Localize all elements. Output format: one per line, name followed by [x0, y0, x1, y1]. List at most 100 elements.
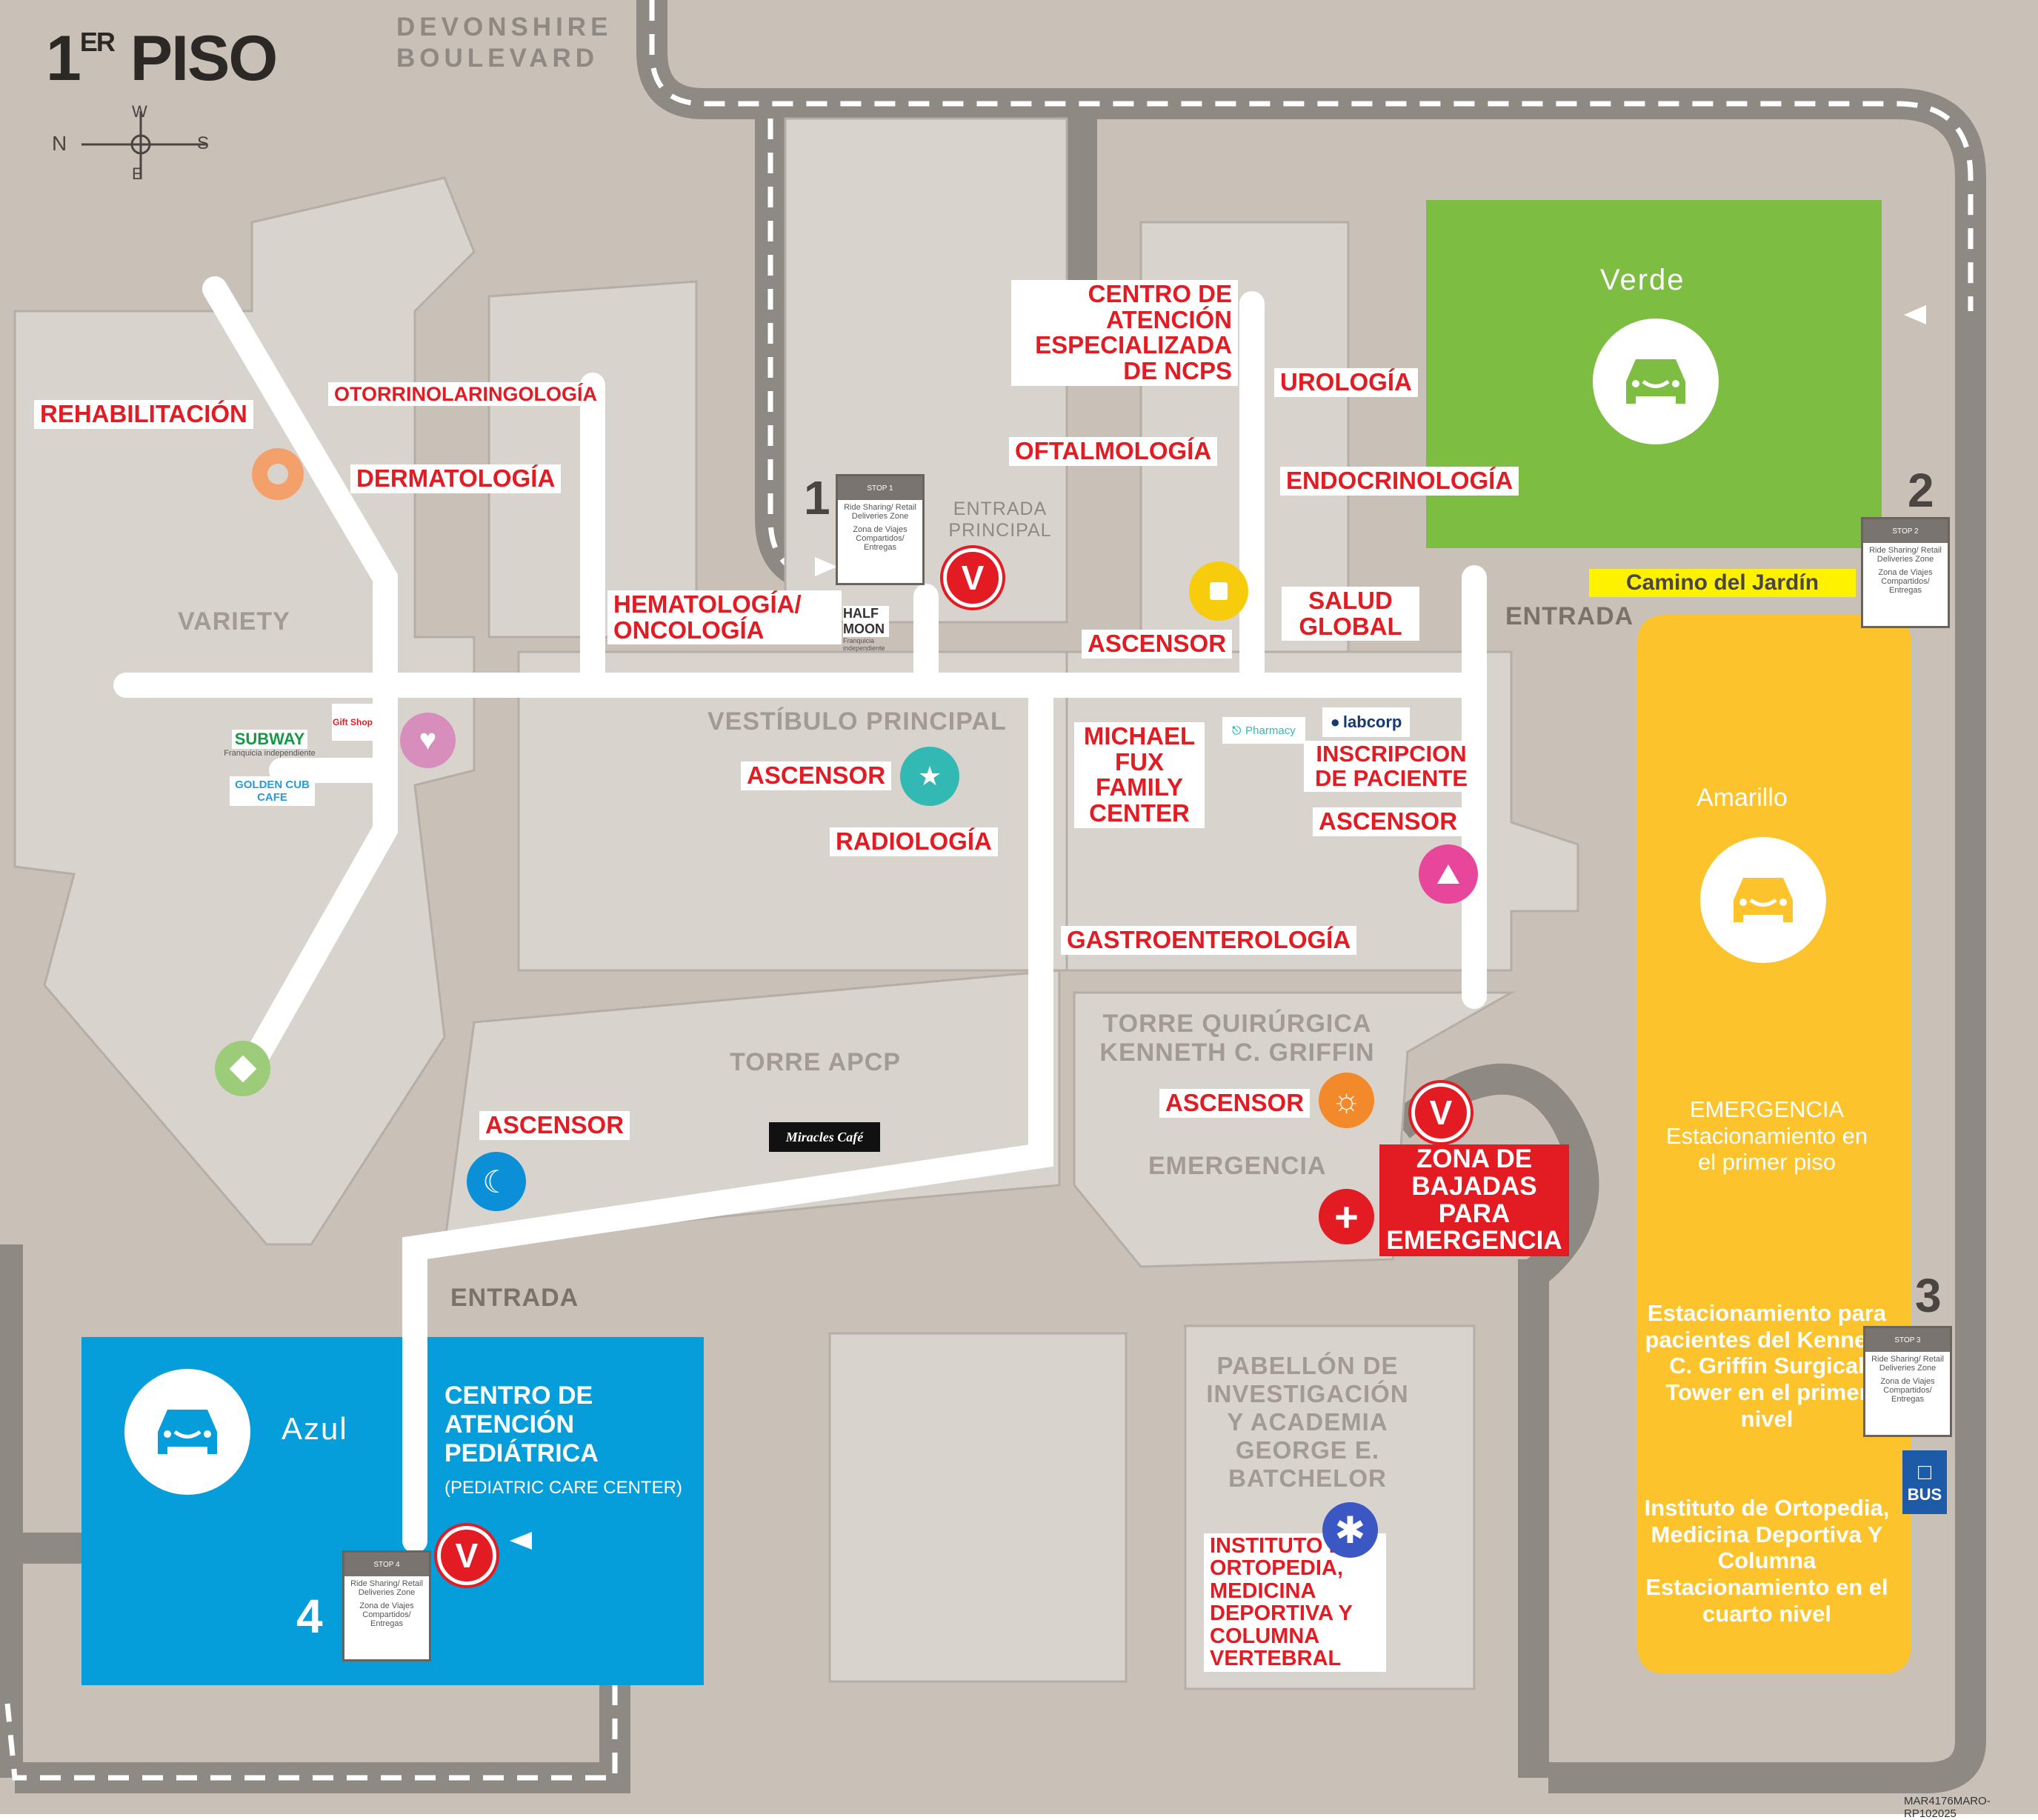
subway-logo: SUBWAY Franquicia independiente	[222, 726, 317, 761]
diamond-icon	[215, 1041, 270, 1096]
area-vestibulo: VESTÍBULO PRINCIPAL	[707, 707, 1007, 736]
ride-share-stop-4: STOP 4 Ride Sharing/ Retail Deliveries Z…	[342, 1550, 431, 1661]
valet-marker-main: V	[943, 548, 1002, 607]
building-west-wing	[13, 176, 476, 1246]
pediatric-title: CENTRO DE ATENCIÓN PEDIÁTRICA	[444, 1381, 599, 1468]
elevator-square-icon	[1189, 561, 1248, 621]
subway-franchise-note: Franquicia independiente	[224, 749, 316, 758]
stop-1-text-en: Ride Sharing/ Retail Deliveries Zone	[844, 503, 916, 521]
label-inscripcion: INSCRIPCION DE PACIENTE	[1304, 741, 1479, 793]
camino-del-jardin-bar	[1589, 569, 1856, 597]
stop-number-3: 3	[1915, 1269, 1942, 1322]
compass-e: E	[132, 164, 143, 183]
parking-amarillo-label: Amarillo	[1696, 784, 1788, 812]
entrada-principal: ENTRADA PRINCIPAL	[948, 499, 1052, 541]
entrada-bottom: ENTRADA	[450, 1284, 579, 1312]
bus-icon: □	[1917, 1460, 1932, 1484]
stop-4-text-es: Zona de Viajes Compartidos/ Entregas	[359, 1601, 414, 1628]
gift-shop-logo: Gift Shop	[332, 704, 373, 741]
label-michael-fux: MICHAEL FUX FAMILY CENTER	[1074, 722, 1205, 828]
building-quirurgica	[1073, 991, 1516, 1268]
car-smile-icon	[1700, 837, 1826, 963]
buildings	[13, 117, 1579, 1690]
label-rehabilitacion: REHABILITACIÓN	[34, 400, 253, 429]
emergency-cross-icon: +	[1319, 1189, 1374, 1244]
floor-title: 1ER PISO	[46, 22, 279, 96]
pediatric-subtitle: (PEDIATRIC CARE CENTER)	[444, 1478, 682, 1498]
labcorp-icon: ●	[1330, 713, 1340, 731]
area-torre-quirurgica: TORRE QUIRÚRGICA KENNETH C. GRIFFIN	[1099, 1010, 1375, 1067]
car-smile-icon	[1593, 319, 1719, 444]
camino-del-jardin: Camino del Jardín	[1625, 570, 1819, 595]
parking-verde-label: Verde	[1600, 264, 1685, 296]
area-pabellon: PABELLÓN DE INVESTIGACIÓN Y ACADEMIA GEO…	[1206, 1352, 1409, 1492]
stop-3-text-es: Zona de Viajes Compartidos/ Entregas	[1880, 1377, 1935, 1404]
label-ncps: CENTRO DE ATENCIÓN ESPECIALIZADA DE NCPS	[1011, 280, 1238, 386]
elevator-triangle-icon	[1419, 844, 1478, 904]
pharmacy-logo: ⎋Pharmacy	[1222, 717, 1305, 744]
instituto-asterisk-icon: ✱	[1322, 1502, 1378, 1558]
valet-marker-emergency: V	[1411, 1083, 1471, 1142]
car-smile-icon	[124, 1369, 250, 1495]
amarillo-note-surgical: Estacionamiento para pacientes del Kenne…	[1645, 1300, 1889, 1432]
elevator-star-icon: ★	[900, 747, 959, 806]
label-gastro: GASTROENTEROLOGÍA	[1061, 926, 1357, 955]
labcorp-logo: ●labcorp	[1322, 707, 1410, 737]
elevator-moon-icon: ☾	[467, 1152, 526, 1211]
label-hematologia: HEMATOLOGÍA/ ONCOLOGÍA	[607, 590, 842, 645]
stop-1-text-es: Zona de Viajes Compartidos/ Entregas	[853, 525, 908, 552]
direction-arrows	[510, 305, 1926, 1550]
label-salud-global: SALUD GLOBAL	[1282, 587, 1419, 641]
label-zona-bajadas: ZONA DE BAJADAS PARA EMERGENCIA	[1379, 1144, 1569, 1256]
entrada-right: ENTRADA	[1505, 602, 1634, 630]
stop-2-header: STOP 2	[1863, 519, 1948, 543]
compass-s: S	[197, 133, 210, 153]
stop-4-text-en: Ride Sharing/ Retail Deliveries Zone	[350, 1579, 423, 1597]
label-ascensor-orange: ASCENSOR	[1159, 1089, 1311, 1118]
subway-name: SUBWAY	[231, 730, 308, 749]
floor-suffix: ER	[79, 27, 116, 57]
label-dermatologia: DERMATOLOGÍA	[350, 464, 562, 493]
ride-share-stop-1: STOP 1 Ride Sharing/ Retail Deliveries Z…	[836, 474, 925, 585]
stop-4-header: STOP 4	[344, 1553, 429, 1576]
stop-number-1: 1	[804, 471, 830, 524]
label-radiologia: RADIOLOGÍA	[830, 827, 998, 856]
area-variety: VARIETY	[178, 607, 290, 636]
stop-2-text-en: Ride Sharing/ Retail Deliveries Zone	[1869, 546, 1942, 564]
corridors	[113, 276, 1487, 1553]
amarillo-note-instituto: Instituto de Ortopedia, Medicina Deporti…	[1644, 1495, 1890, 1627]
area-emergencia: EMERGENCIA	[1148, 1152, 1327, 1180]
heart-icon: ♥	[400, 713, 456, 768]
stop-1-header: STOP 1	[838, 476, 922, 500]
stop-number-4: 4	[296, 1590, 323, 1643]
stop-3-header: STOP 3	[1865, 1328, 1950, 1352]
compass-n: N	[52, 132, 67, 155]
ride-share-stop-3: STOP 3 Ride Sharing/ Retail Deliveries Z…	[1863, 1326, 1952, 1437]
pharmacy-name: Pharmacy	[1245, 724, 1296, 737]
bus-label: BUS	[1907, 1485, 1942, 1504]
bus-stop-icon: □ BUS	[1902, 1450, 1947, 1514]
floor-word: PISO	[130, 23, 279, 94]
street-line-2: BOULEVARD	[396, 44, 599, 73]
rehabilitation-donut-icon	[252, 448, 304, 500]
pharmacy-icon: ⎋	[1232, 724, 1242, 737]
building-square	[828, 1332, 1128, 1683]
label-ascensor-pink: ASCENSOR	[1313, 807, 1464, 836]
label-ascensor-yellow: ASCENSOR	[1082, 630, 1233, 659]
elevator-sun-icon: ☼	[1319, 1073, 1374, 1128]
building-vestibulo	[517, 650, 1068, 972]
amarillo-note-emergencia: EMERGENCIA Estacionamiento en el primer …	[1665, 1096, 1868, 1176]
label-endocrinologia: ENDOCRINOLOGÍA	[1280, 467, 1519, 496]
parking-azul-label: Azul	[282, 1411, 348, 1446]
valet-marker-azul: V	[437, 1526, 496, 1585]
half-moon-franchise-note: Franquicia independiente	[843, 637, 885, 652]
half-moon-logo: HALF MOON Franquicia independiente	[843, 606, 889, 652]
ride-share-stop-2: STOP 2 Ride Sharing/ Retail Deliveries Z…	[1861, 517, 1950, 628]
street-line-1: DEVONSHIRE	[396, 13, 613, 41]
stop-number-2: 2	[1908, 464, 1934, 517]
compass-icon	[81, 111, 207, 178]
miracles-cafe-logo: Miracles Café	[769, 1122, 880, 1152]
golden-cub-cafe-logo: GOLDEN CUB CAFE	[230, 776, 315, 806]
stop-2-text-es: Zona de Viajes Compartidos/ Entregas	[1878, 568, 1933, 595]
label-ascensor-teal: ASCENSOR	[741, 761, 892, 790]
